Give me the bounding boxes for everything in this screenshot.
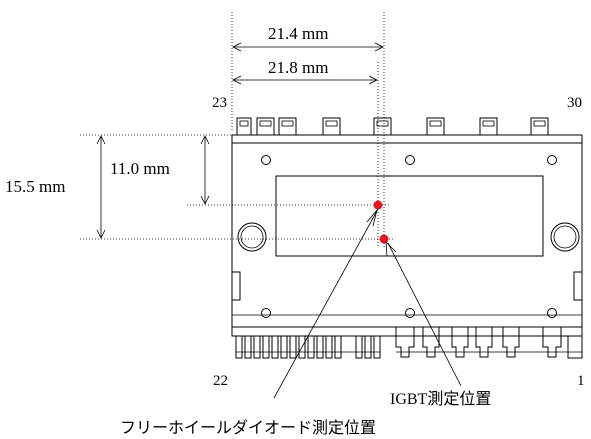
bottom-pins-left (235, 335, 381, 359)
small-holes (261, 155, 557, 318)
dim-height-igbt (96, 135, 106, 239)
igbt-point-label: IGBT測定位置 (390, 390, 491, 408)
diode-measurement-point (373, 200, 383, 210)
diode-point-label: フリーホイールダイオード測定位置 (120, 419, 376, 437)
label-height-diode: 11.0 mm (110, 159, 170, 178)
pin-label-22: 22 (213, 373, 228, 389)
mounting-holes (237, 222, 580, 252)
pin-label-23: 23 (212, 95, 227, 111)
label-height-igbt: 15.5 mm (5, 177, 65, 196)
module-body (231, 134, 583, 337)
dim-height-diode (200, 135, 210, 205)
bottom-pins-right (395, 326, 583, 359)
pin-label-30: 30 (567, 95, 582, 111)
inner-window (275, 175, 544, 257)
label-width-igbt: 21.4 mm (268, 24, 328, 43)
dim-width-diode (232, 75, 378, 85)
igbt-measurement-point (379, 234, 389, 244)
pin-label-1: 1 (577, 373, 585, 389)
top-pins (236, 117, 549, 136)
label-width-diode: 21.8 mm (268, 58, 328, 77)
dim-width-igbt (232, 42, 384, 52)
diode-leader (273, 208, 379, 399)
igbt-leader (385, 240, 462, 387)
